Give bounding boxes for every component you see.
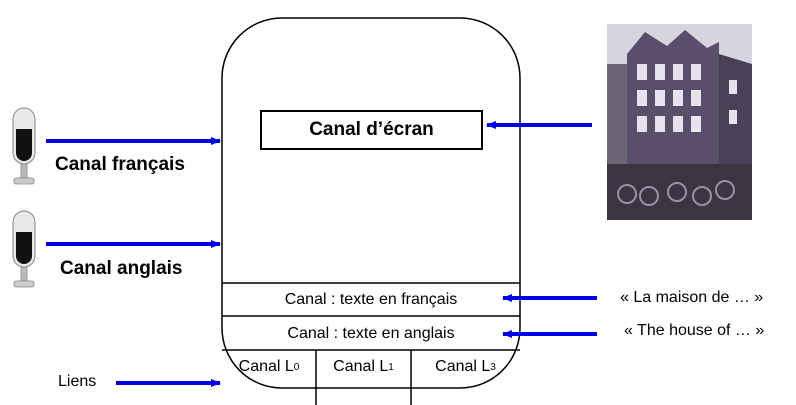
microphone-icon [12,210,36,288]
link-channel-1-label: Canal L [333,358,389,375]
label-links: Liens [58,373,97,390]
screen-channel-box: Canal d’écran [260,110,483,150]
screen-channel-label: Canal d’écran [309,119,434,140]
label-french-channel: Canal français [55,154,185,175]
microphone-icon [12,107,36,185]
link-channel-0-index: 0 [293,361,300,373]
quote-english: « The house of … » [624,322,765,339]
house-photo [607,24,752,220]
link-channel-3-index: 3 [490,361,496,373]
link-channel-3-label: Canal L [435,358,491,375]
link-channel-1-index: 1 [388,361,394,373]
text-channel-french: Canal : texte en français [222,284,520,316]
text-channel-french-label: Canal : texte en français [284,291,458,308]
label-english-channel: Canal anglais [60,258,183,279]
link-channel-0-label: Canal L [238,358,294,375]
text-channel-english-label: Canal : texte en anglais [287,324,455,342]
text-channel-english: Canal : texte en anglais [222,317,520,350]
quote-french: « La maison de … » [620,289,764,306]
